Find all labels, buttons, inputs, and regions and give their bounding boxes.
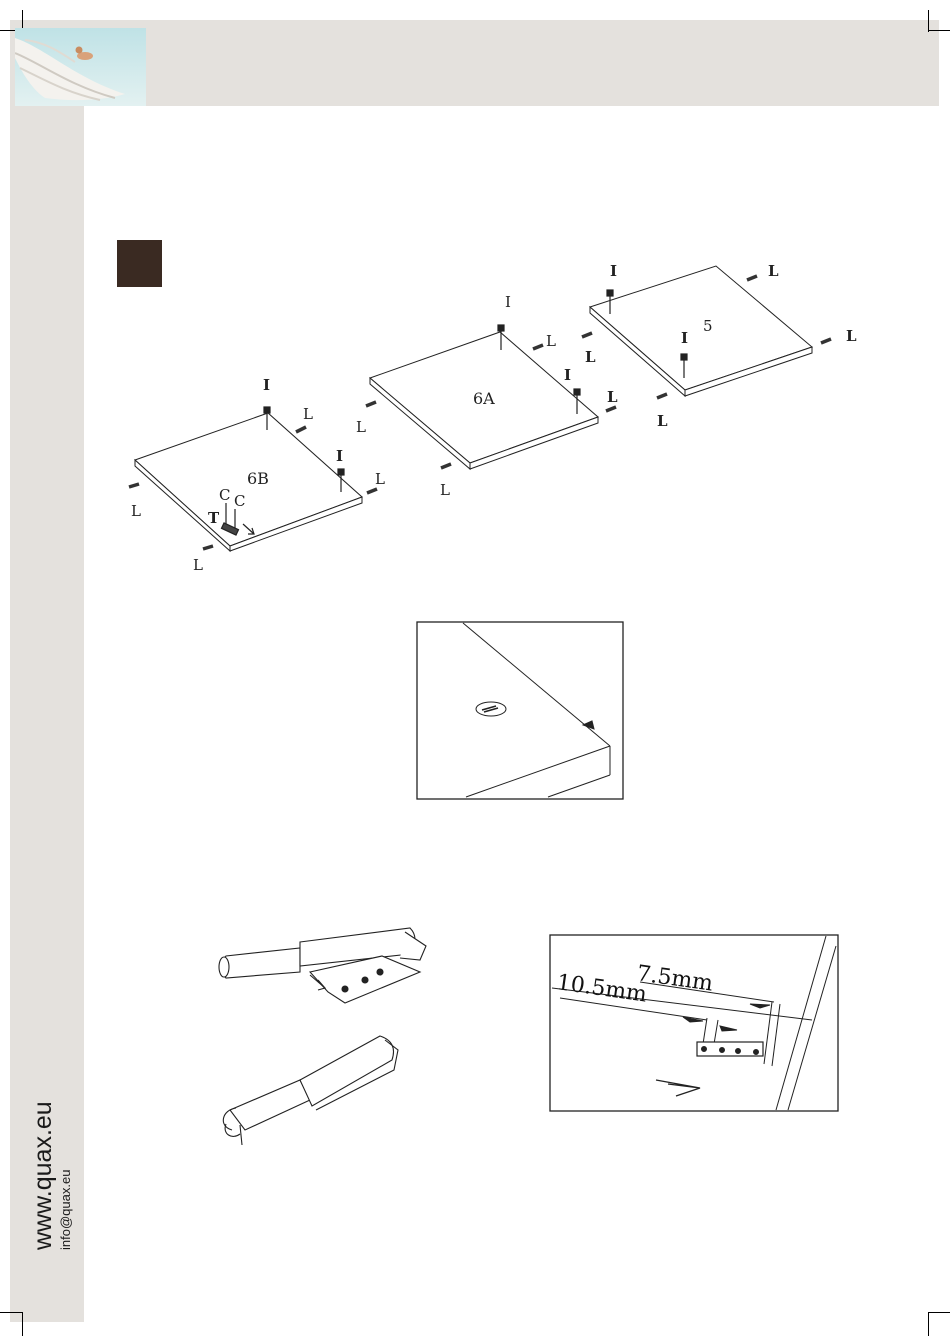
part-label-dowel: L — [607, 388, 618, 406]
part-label-cam: I — [564, 366, 571, 384]
part-label-cam: I — [681, 329, 688, 347]
panel-label-6a: 6A — [473, 389, 495, 408]
part-label-dowel: L — [131, 502, 141, 520]
hinge-illustration-open — [223, 1036, 398, 1145]
part-label-dowel: L — [585, 348, 596, 366]
part-label-dowel: L — [356, 418, 366, 436]
part-label-screw: C — [219, 486, 230, 504]
panel-label-5: 5 — [703, 317, 713, 335]
part-label-dowel: L — [546, 332, 556, 350]
part-label-dowel: L — [303, 405, 313, 423]
detail-panel-corner — [417, 622, 623, 799]
detail-dimension — [550, 935, 838, 1111]
part-label-dowel: L — [440, 481, 450, 499]
part-label-dowel: L — [375, 470, 385, 488]
panel-5 — [590, 266, 812, 396]
part-label-cam: I — [263, 376, 270, 394]
part-label-dowel: L — [193, 556, 203, 574]
panel-label-6b: 6B — [247, 469, 269, 488]
part-label-dowel: L — [846, 327, 857, 345]
part-label-cam: I — [610, 262, 617, 280]
part-label-hinge: T — [208, 509, 220, 527]
part-label-dowel: L — [768, 262, 779, 280]
part-label-dowel: L — [657, 412, 668, 430]
part-label-screw: C — [234, 492, 245, 510]
hinge-illustration-closed — [219, 928, 426, 1003]
part-label-cam: I — [505, 293, 511, 311]
part-label-cam: I — [336, 447, 343, 465]
